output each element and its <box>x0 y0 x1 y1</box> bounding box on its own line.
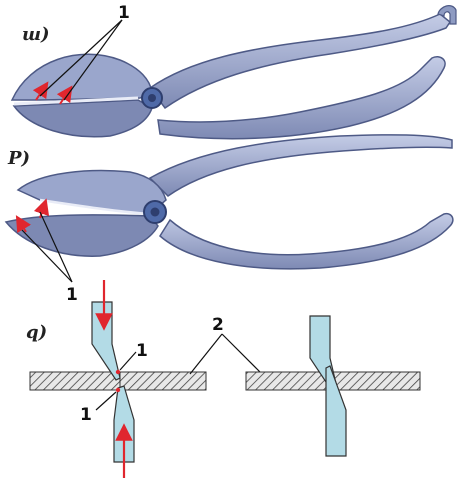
callout-1-b: 1 <box>66 285 78 305</box>
panel-c-cutting-scheme: q) 1 1 2 <box>26 280 420 478</box>
sheet-left-part <box>30 372 120 390</box>
lower-blade <box>6 215 158 256</box>
panel-a-label: ш) <box>22 24 50 45</box>
callout-1-lower-edge: 1 <box>80 405 92 425</box>
panel-b-label: Р) <box>7 148 30 169</box>
panel-c-label: q) <box>26 322 47 343</box>
sheet-cut-left <box>246 372 330 390</box>
upper-blade-section <box>92 302 120 380</box>
panel-a-straight-shears: 1 ш) <box>12 3 456 139</box>
callout-1-a: 1 <box>118 3 130 23</box>
panel-b-curved-shears: 1 Р) <box>6 135 453 305</box>
lower-handle <box>160 214 453 269</box>
lower-blade <box>14 100 152 137</box>
sheet-cut-right <box>332 372 420 390</box>
upper-handle <box>150 135 452 196</box>
callout-1-upper-edge: 1 <box>136 341 148 361</box>
upper-blade <box>12 54 152 100</box>
callout-2-sheet: 2 <box>212 315 224 335</box>
sheet-right-part <box>120 372 206 390</box>
